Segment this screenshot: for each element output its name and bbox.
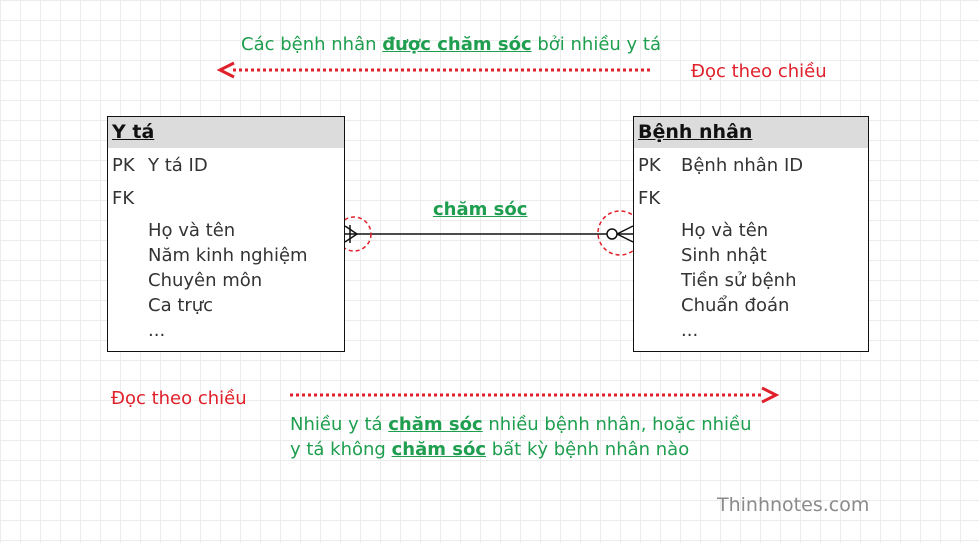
- patient-attribute: Sinh nhật: [681, 245, 767, 266]
- patient-entity[interactable]: Bệnh nhân PK Bệnh nhân ID FK Họ và tên S…: [633, 116, 869, 352]
- nurse-attribute: Chuyên môn: [148, 270, 263, 291]
- patient-pk-label: PK: [638, 155, 661, 176]
- nurse-attribute: Năm kinh nghiệm: [148, 245, 308, 266]
- nurse-attribute: Ca trực: [148, 295, 214, 316]
- relationship-label: chăm sóc: [433, 199, 528, 220]
- bottom-note: Nhiều y tá chăm sóc nhiều bệnh nhân, hoặ…: [290, 412, 752, 462]
- patient-pk-value: Bệnh nhân ID: [681, 155, 804, 176]
- top-direction-arrow: [216, 61, 650, 79]
- top-note-before: Các bệnh nhân: [241, 34, 383, 55]
- patient-attribute: ...: [681, 320, 699, 341]
- top-note: Các bệnh nhân được chăm sóc bởi nhiều y …: [241, 34, 661, 55]
- patient-fk-label: FK: [638, 188, 661, 209]
- patient-attribute: Chuẩn đoán: [681, 295, 790, 316]
- nurse-entity[interactable]: Y tá PK Y tá ID FK Họ và tên Năm kinh ng…: [107, 116, 345, 352]
- bottom-note-line1-emphasis: chăm sóc: [388, 414, 483, 435]
- nurse-attribute: ...: [148, 320, 166, 341]
- top-note-emphasis: được chăm sóc: [382, 34, 532, 55]
- bottom-note-line2-emphasis: chăm sóc: [391, 439, 486, 460]
- nurse-attribute: Họ và tên: [148, 220, 236, 241]
- nurse-pk-label: PK: [112, 155, 135, 176]
- bottom-note-line-1: Nhiều y tá chăm sóc nhiều bệnh nhân, hoặ…: [290, 412, 752, 437]
- bottom-note-line2-before: y tá không: [290, 439, 392, 460]
- nurse-pk-value: Y tá ID: [148, 155, 208, 176]
- nurse-fk-label: FK: [112, 188, 135, 209]
- bottom-note-line2-after: bất kỳ bệnh nhân nào: [486, 439, 690, 460]
- nurse-cardinality-highlight: [336, 216, 372, 252]
- read-direction-bottom: Đọc theo chiều: [111, 388, 247, 409]
- one-and-many-symbol: [344, 225, 358, 243]
- patient-attribute: Họ và tên: [681, 220, 769, 241]
- zero-or-many-symbol: [606, 225, 634, 243]
- top-note-after: bởi nhiều y tá: [531, 34, 662, 55]
- bottom-note-line1-before: Nhiều y tá: [290, 414, 389, 435]
- bottom-direction-arrow: [290, 386, 780, 404]
- bottom-note-line-2: y tá không chăm sóc bất kỳ bệnh nhân nào: [290, 437, 752, 462]
- read-direction-top: Đọc theo chiều: [691, 61, 827, 82]
- bottom-note-line1-after: nhiều bệnh nhân, hoặc nhiều: [482, 414, 752, 435]
- nurse-entity-title: Y tá: [108, 117, 344, 148]
- watermark: Thinhnotes.com: [717, 494, 870, 516]
- patient-attribute: Tiền sử bệnh: [681, 270, 797, 291]
- patient-entity-title: Bệnh nhân: [634, 117, 868, 148]
